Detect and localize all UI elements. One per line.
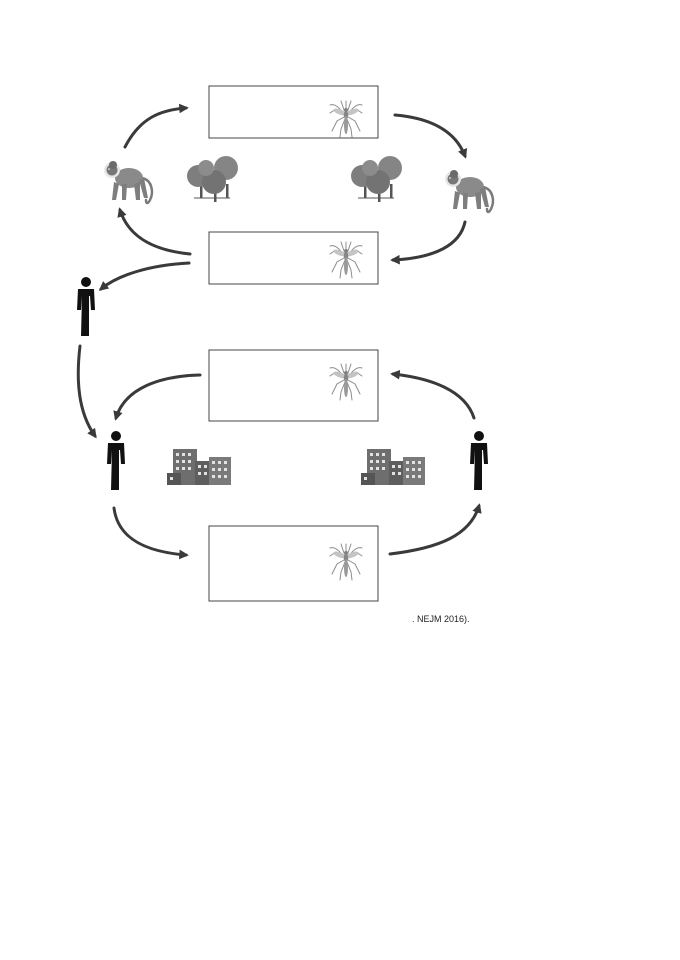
tree-cluster-icon <box>350 155 403 203</box>
arrow-human-to-vector-bottom <box>112 506 189 560</box>
human-icon <box>470 431 488 490</box>
arrow-monkey-to-vector <box>123 103 189 149</box>
buildings-icon <box>167 449 231 485</box>
arrow-vector-to-monkey <box>393 113 468 159</box>
human-icon <box>107 431 125 490</box>
arrow-monkey-to-vector-lower <box>390 220 467 265</box>
human-icon <box>77 277 95 336</box>
monkey-icon <box>443 168 495 214</box>
arrow-vector-to-human <box>98 261 191 291</box>
arrow-vector-to-human-left <box>113 373 202 421</box>
source-caption: . NEJM 2016). <box>412 614 470 624</box>
arrow-vector-to-monkey-left <box>117 207 192 256</box>
monkey-icon <box>102 159 154 205</box>
vector-box-urban-upper <box>208 349 379 422</box>
vector-box-forest-lower <box>208 231 379 285</box>
vector-box-urban-lower <box>208 525 379 602</box>
arrow-vector-to-human-right <box>388 503 482 556</box>
buildings-icon <box>361 449 425 485</box>
arrow-human-to-urban-cycle <box>76 344 97 439</box>
tree-cluster-icon <box>186 155 239 203</box>
arrow-human-to-vector-top <box>390 369 476 420</box>
